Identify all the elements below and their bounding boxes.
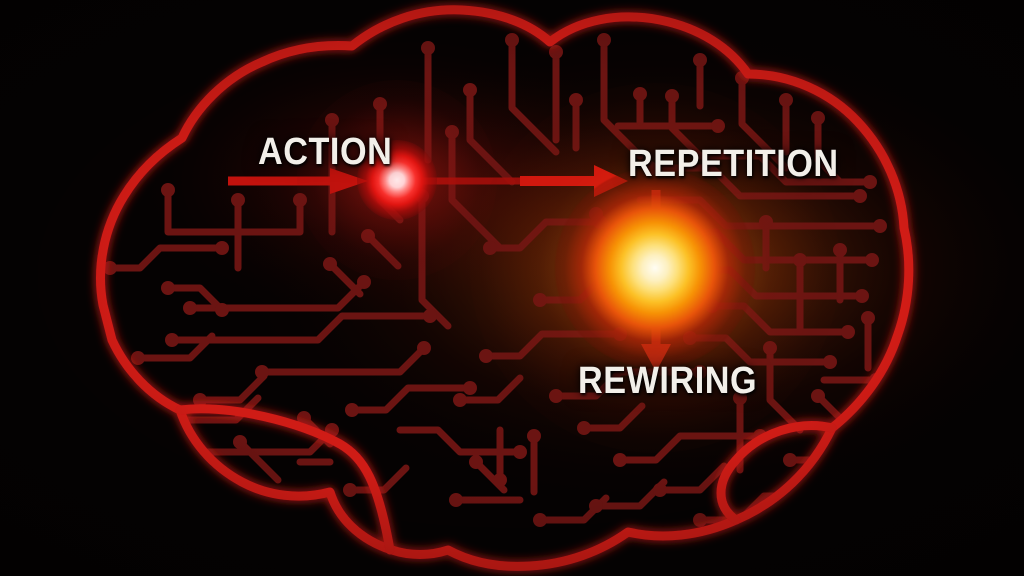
label-rewiring: REWIRING (578, 360, 758, 402)
label-repetition: REPETITION (628, 143, 839, 185)
label-action: ACTION (258, 131, 393, 173)
